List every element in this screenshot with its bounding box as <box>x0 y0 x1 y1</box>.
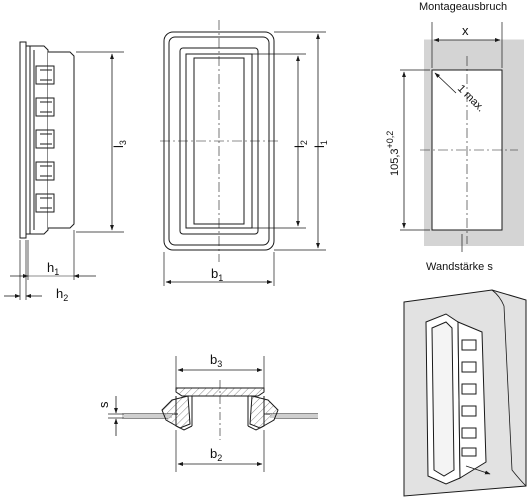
dim-105-label: 105,3+0,2 <box>385 131 401 176</box>
dim-h2-label: h2 <box>56 286 68 303</box>
perspective-view <box>403 289 527 497</box>
side-view-ribs <box>35 65 55 213</box>
dim-l1-label: l1 <box>312 140 329 148</box>
dim-l2-label: l2 <box>292 140 309 148</box>
side-view <box>4 41 124 300</box>
dim-b1-label: b1 <box>211 266 223 283</box>
dim-s-label: s <box>96 401 111 408</box>
side-view-flange <box>19 41 27 239</box>
cutout-view <box>400 22 524 252</box>
dim-b3-label: b3 <box>210 352 222 369</box>
perspective-ribs <box>461 339 477 457</box>
dim-b2-label: b2 <box>210 446 222 463</box>
dim-l3-label: l3 <box>111 140 128 148</box>
side-view-body <box>25 45 49 235</box>
section-view <box>108 356 318 472</box>
front-view <box>160 20 326 286</box>
dim-x-label: x <box>462 23 469 38</box>
wall-thickness-label: Wandstärke s <box>426 261 493 273</box>
montage-title: Montageausbruch <box>419 1 507 13</box>
radius-leader <box>434 72 457 94</box>
dim-h1-label: h1 <box>47 260 59 277</box>
